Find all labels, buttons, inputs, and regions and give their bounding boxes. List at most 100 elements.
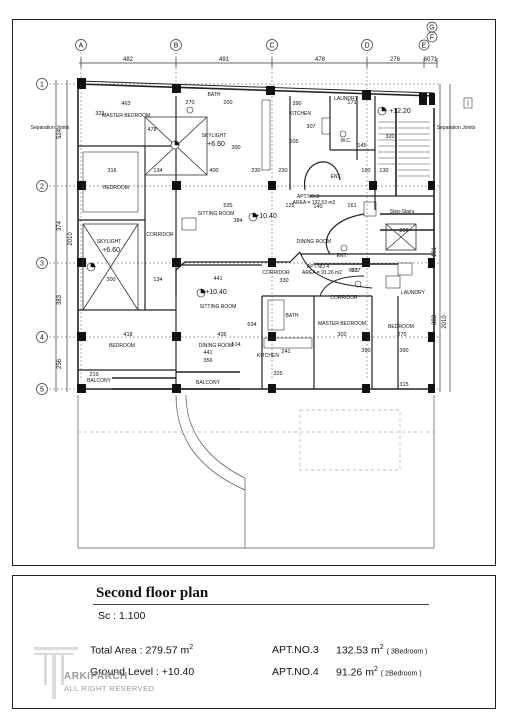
dim-left-4: 256: [57, 358, 63, 369]
label-wc-2: W.C.: [349, 268, 360, 274]
label-apt4-area: AREA = 91.26 m2: [302, 270, 342, 276]
dim-463: 463: [121, 101, 130, 107]
grid-row-3: 3: [40, 261, 44, 268]
label-skylight-2-level: +6.60: [102, 247, 120, 254]
dim-330: 330: [279, 278, 288, 284]
dim-478: 478: [147, 127, 156, 133]
dim-270: 270: [185, 100, 194, 106]
grid-column-letters: A B C D E F G: [79, 25, 435, 50]
plan-scale: Sc : 1.100: [98, 610, 146, 622]
label-bath-1: BATH: [208, 92, 221, 98]
apt4-label: APT.NO.4: [272, 666, 319, 678]
dim-145: 145: [357, 143, 366, 149]
label-laundry-2: LAUNDRY: [401, 290, 425, 296]
compass-icon: [463, 97, 473, 109]
grid-rows: [36, 78, 451, 395]
title-underline: [93, 604, 429, 605]
dim-390c: 390: [399, 348, 408, 354]
label-skylight-1: SKYLIGHT: [202, 133, 227, 139]
total-area-unit-sup: 2: [189, 644, 194, 651]
building-walls: [77, 80, 435, 390]
dim-390a: 390: [292, 101, 301, 107]
dim-top-1: 482: [123, 57, 134, 63]
dim-241: 241: [281, 349, 290, 355]
label-master-bedroom-1: MASTER BEDROOM: [102, 113, 150, 119]
dim-315: 315: [399, 382, 408, 388]
dim-219: 219: [89, 372, 98, 378]
grid-row-1: 1: [40, 82, 44, 89]
dim-171: 171: [347, 100, 356, 106]
dim-200a: 200: [223, 100, 232, 106]
label-level-1040-b: +10.40: [205, 289, 227, 296]
label-corridor-3: CORRIDOR: [330, 295, 358, 301]
dim-384: 384: [233, 218, 242, 224]
dim-left-3: 383: [57, 294, 63, 305]
dim-337: 337: [351, 268, 360, 274]
grid-col-f: F: [430, 35, 434, 42]
dim-302: 302: [337, 332, 346, 338]
dim-320: 320: [385, 134, 394, 140]
label-separation-right: Separation Joints: [437, 125, 476, 131]
dim-200b: 200: [399, 228, 408, 234]
label-level-top: +12.20: [389, 108, 411, 115]
dim-323: 323: [95, 111, 104, 117]
grid-col-a: A: [79, 43, 84, 50]
dim-top-3: 478: [315, 57, 326, 63]
dim-400a: 400: [209, 168, 218, 174]
label-skylight-1-level: +6.60: [207, 141, 225, 148]
label-skylight-2: SKYLIGHT: [97, 239, 122, 245]
label-level-1040-a: +10.40: [255, 213, 277, 220]
grid-row-5: 5: [40, 387, 44, 394]
structural-columns: [77, 78, 435, 393]
label-balcony-2: BALCONY: [196, 380, 221, 386]
dim-125: 125: [285, 203, 294, 209]
dim-356: 356: [203, 358, 212, 364]
stair-treads: [378, 121, 430, 177]
grid-row-numbers: 1 2 3 4 5: [40, 82, 44, 394]
dim-top-4: 276: [390, 57, 401, 63]
dim-left-2: 374: [57, 220, 63, 231]
label-ent-2: ENT.: [337, 253, 348, 259]
label-bedroom-1: BEDROOM: [103, 185, 129, 191]
dim-130: 130: [379, 168, 388, 174]
dim-left-1: 524: [57, 128, 63, 139]
dim-436: 436: [217, 332, 226, 338]
dim-230a: 230: [278, 168, 287, 174]
dim-top-5: 60: [424, 57, 431, 63]
dim-140: 140: [313, 204, 322, 210]
label-laundry-1: LAUNDRY: [334, 96, 358, 102]
apt3-area-value: 132.53 m: [336, 644, 380, 657]
dim-top-2: 491: [219, 57, 230, 63]
apt3-area: 132.53 m2 ( 3Bedroom ): [336, 644, 427, 657]
label-apt3: APT.NO.3: [297, 194, 319, 200]
label-wc-1: W.C.: [341, 138, 352, 144]
fixtures: [181, 99, 413, 349]
total-area-text: Total Area : 279.57 m: [90, 644, 190, 657]
label-sitting-room-1: SITTING ROOM: [198, 211, 235, 217]
label-separation-left: Separation Joints: [31, 125, 70, 131]
plan-title: Second floor plan: [96, 585, 209, 601]
label-corridor-1: CORRIDOR: [146, 232, 174, 238]
label-master-bedroom-2: MASTER BEDROOM: [318, 321, 366, 327]
dim-390b: 390: [361, 348, 370, 354]
label-ent-1: ENT.: [331, 174, 342, 180]
watermark-brand: ARKIPARCH: [64, 671, 128, 682]
dim-300a: 300: [231, 145, 240, 151]
dim-230b: 230: [251, 168, 260, 174]
apt3-area-sup: 2: [379, 644, 384, 651]
grid-col-g: G: [429, 25, 434, 32]
ground-level: Ground Level : +10.40: [90, 666, 195, 678]
dim-270b: 270: [397, 332, 406, 338]
left-dimensions: 524 374 383 256 2010 2010 101 303: [57, 128, 448, 369]
dim-307: 307: [306, 124, 315, 130]
label-bedroom-2: BEDROOM: [388, 324, 414, 330]
dim-418: 418: [123, 332, 132, 338]
top-dimensions: 482 491 478 276 60 71: [123, 57, 438, 63]
watermark-logo-icon: [34, 647, 78, 699]
dim-634: 634: [247, 322, 256, 328]
grid-col-e: E: [422, 43, 427, 50]
label-corridor-2: CORRIDOR: [262, 270, 290, 276]
grid-row-2: 2: [40, 184, 44, 191]
dim-535: 535: [223, 203, 232, 209]
